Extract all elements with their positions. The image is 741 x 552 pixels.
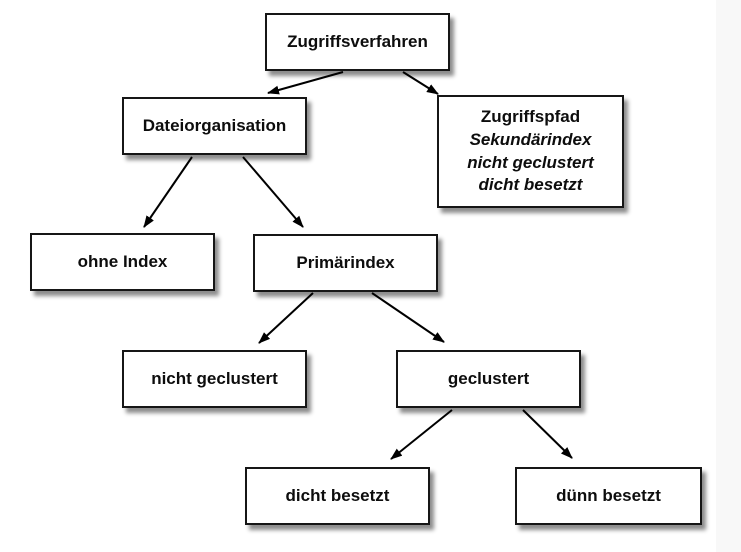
- node-zugriffsverfahren: Zugriffsverfahren: [265, 13, 450, 71]
- node-nicht-geclustert: nicht geclustert: [122, 350, 307, 408]
- edge-primaerindex-nicht-geclustert: [258, 292, 314, 344]
- node-label: dünn besetzt: [556, 485, 661, 505]
- node-label: Primärindex: [296, 252, 395, 272]
- node-title: Zugriffspfad: [480, 106, 581, 126]
- edge-dateiorganisation-ohne-index: [143, 156, 193, 228]
- node-label: Dateiorganisation: [142, 115, 287, 135]
- node-label: Zugriffsverfahren: [287, 31, 428, 51]
- node-label: nicht geclustert: [151, 368, 278, 388]
- node-detail-line: Sekundärindex: [469, 129, 592, 149]
- edge-geclustert-duenn-besetzt: [522, 409, 573, 459]
- node-ohne-index: ohne Index: [30, 233, 215, 291]
- node-primaerindex: Primärindex: [253, 234, 438, 292]
- right-margin-band: [716, 0, 741, 552]
- node-detail-line: dicht besetzt: [478, 175, 583, 195]
- edge-zugriffsverfahren-dateiorganisation: [267, 71, 344, 95]
- node-label: geclustert: [447, 368, 530, 388]
- node-duenn-besetzt: dünn besetzt: [515, 467, 702, 525]
- edge-zugriffsverfahren-zugriffspfad: [402, 71, 439, 95]
- node-geclustert: geclustert: [396, 350, 581, 408]
- edge-dateiorganisation-primaerindex: [242, 156, 304, 228]
- node-label: ohne Index: [77, 251, 168, 271]
- edge-geclustert-dicht-besetzt: [390, 409, 453, 460]
- node-dicht-besetzt: dicht besetzt: [245, 467, 430, 525]
- edge-primaerindex-geclustert: [371, 292, 445, 343]
- node-detail-line: nicht geclustert: [467, 152, 594, 172]
- node-dateiorganisation: Dateiorganisation: [122, 97, 307, 155]
- node-zugriffspfad: Zugriffspfad Sekundärindex nicht geclust…: [437, 95, 624, 208]
- node-label: dicht besetzt: [285, 485, 390, 505]
